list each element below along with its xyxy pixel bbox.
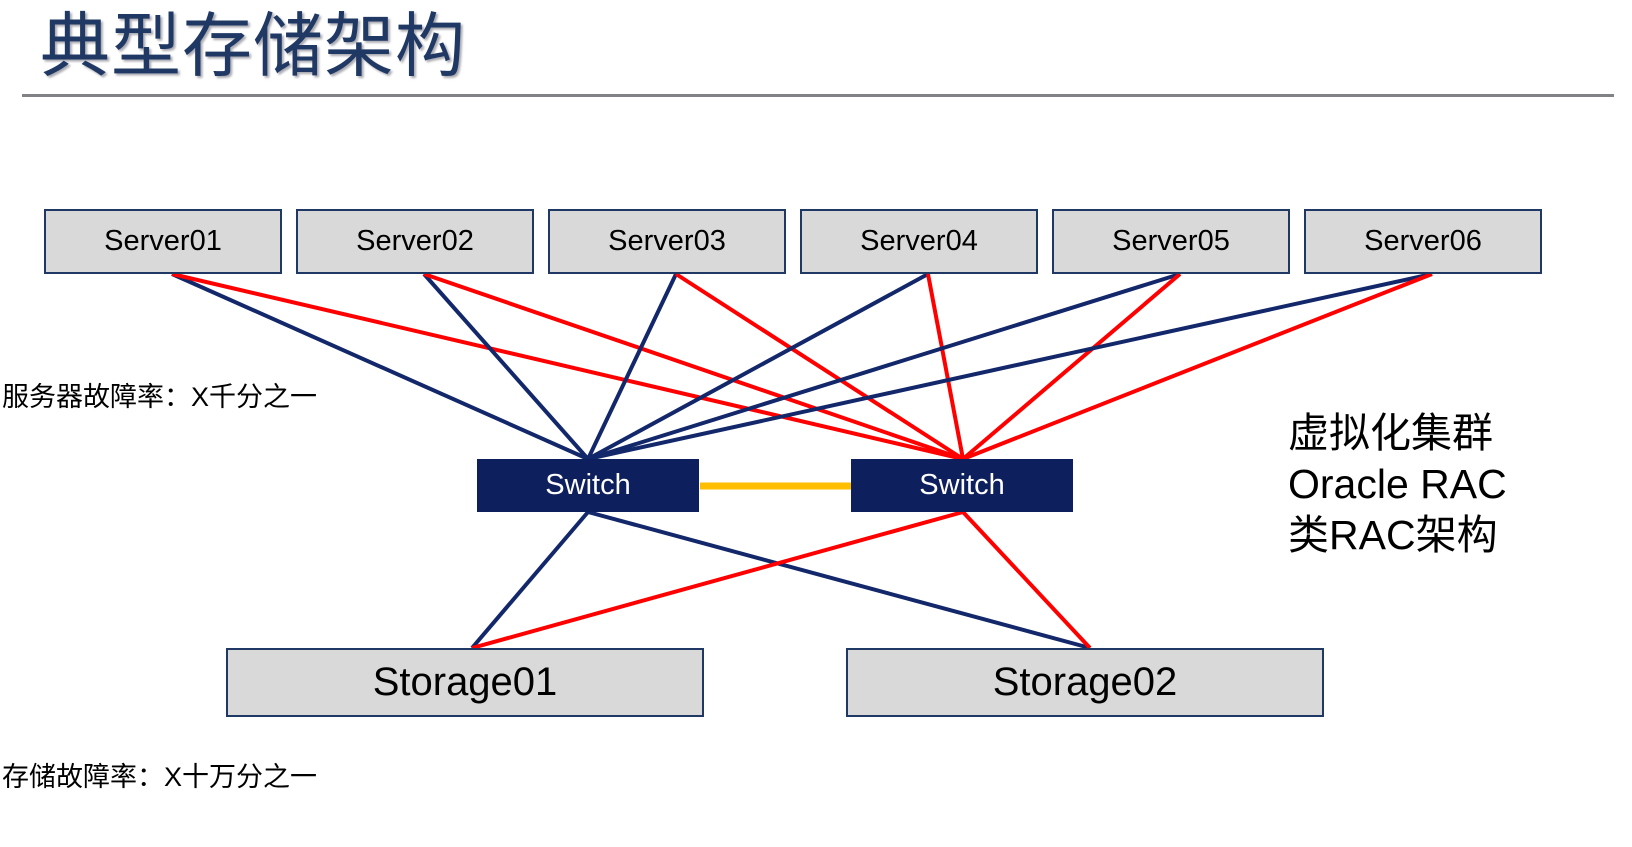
node-storage02[interactable]: Storage02 xyxy=(846,648,1324,717)
link-server05-to-switch-right xyxy=(961,272,1182,461)
node-storage01[interactable]: Storage01 xyxy=(226,648,704,717)
link-server04-to-switch-right xyxy=(926,273,965,460)
cluster-note-line-3: 类RAC架构 xyxy=(1288,512,1498,558)
node-switch-left[interactable]: Switch xyxy=(477,459,699,512)
link-switch-right-to-storage02 xyxy=(961,510,1092,650)
connection-lines xyxy=(171,272,1433,650)
page-title: 典型存储架构 xyxy=(40,7,466,85)
link-server04-to-switch-left xyxy=(587,272,929,461)
link-server03-to-switch-right xyxy=(674,272,965,461)
link-server03-to-switch-left xyxy=(586,273,678,460)
node-server01[interactable]: Server01 xyxy=(44,209,282,274)
link-server01-to-switch-right xyxy=(171,272,964,461)
cluster-architecture-note: 虚拟化集群 Oracle RAC 类RAC架构 xyxy=(1288,408,1507,561)
link-server02-to-switch-right xyxy=(423,272,964,461)
server-failure-rate-label: 服务器故障率：X千分之一 xyxy=(2,382,318,412)
node-server06[interactable]: Server06 xyxy=(1304,209,1542,274)
node-server05[interactable]: Server05 xyxy=(1052,209,1290,274)
node-server03[interactable]: Server03 xyxy=(548,209,786,274)
node-switch-right[interactable]: Switch xyxy=(851,459,1073,512)
link-server02-to-switch-left xyxy=(422,272,590,461)
link-switch-left-to-storage01 xyxy=(470,510,590,650)
storage-failure-rate-label: 存储故障率：X十万分之一 xyxy=(2,762,318,792)
link-server06-to-switch-right xyxy=(962,272,1433,461)
node-server04[interactable]: Server04 xyxy=(800,209,1038,274)
cluster-note-line-2: Oracle RAC xyxy=(1288,461,1507,507)
link-server05-to-switch-left xyxy=(587,272,1181,461)
cluster-note-line-1: 虚拟化集群 xyxy=(1288,410,1493,456)
link-switch-left-to-storage02 xyxy=(587,510,1091,650)
title-divider xyxy=(22,94,1614,97)
link-server01-to-switch-left xyxy=(171,272,589,461)
link-server06-to-switch-left xyxy=(587,272,1433,461)
node-server02[interactable]: Server02 xyxy=(296,209,534,274)
link-switch-right-to-storage01 xyxy=(471,510,964,650)
